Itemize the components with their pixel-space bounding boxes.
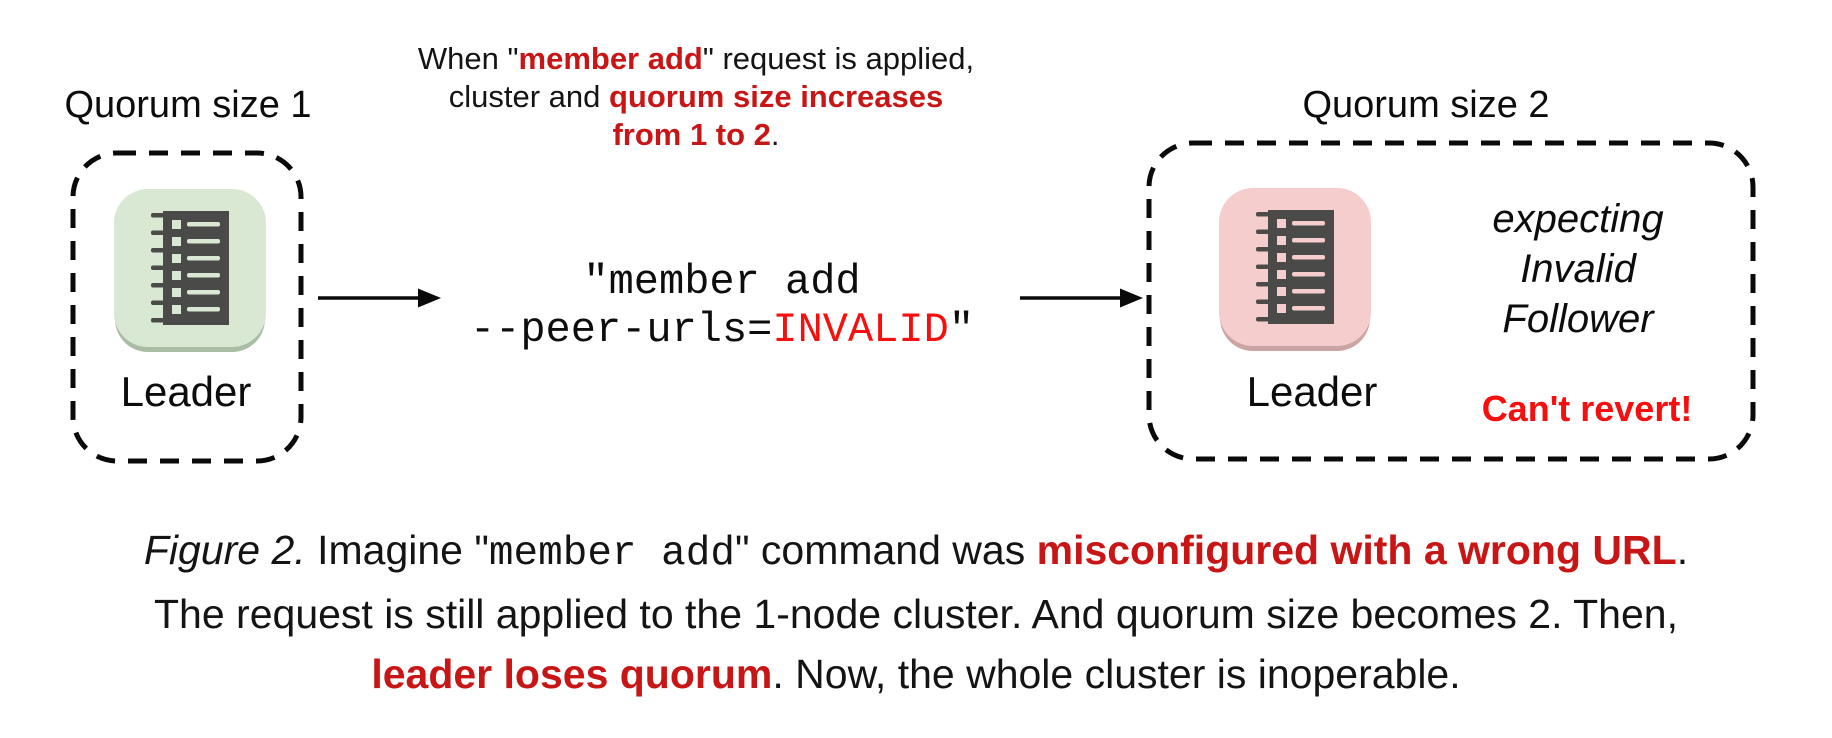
left-cluster-title: Quorum size 1 — [64, 84, 312, 126]
annotation-line-2: cluster and quorum size increases — [448, 79, 944, 114]
expecting-line-2: Invalid — [1520, 247, 1636, 291]
arrow-right-icon — [318, 288, 441, 308]
leader-node-tile-left — [114, 189, 266, 347]
figure-caption: Figure 2. Imagine "member add" command w… — [0, 520, 1832, 704]
expecting-line-1: expecting — [1492, 197, 1664, 241]
arrow-right-icon — [1020, 288, 1143, 308]
annotation-text: When "member add" request is applied, cl… — [366, 40, 1026, 154]
member-add-command: "member add --peer-urls=INVALID" — [422, 258, 1022, 354]
right-leader-label: Leader — [1246, 368, 1378, 415]
expecting-invalid-follower-text: expecting Invalid Follower — [1428, 194, 1728, 344]
cant-revert-warning: Can't revert! — [1481, 388, 1693, 429]
etcd-log-icon — [151, 211, 229, 325]
command-line-1: "member add — [583, 258, 861, 306]
left-cluster-boundary — [70, 150, 304, 464]
leader-node-tile-right — [1219, 188, 1371, 346]
caption-line-2: The request is still applied to the 1-no… — [154, 591, 1678, 637]
command-line-2: --peer-urls=INVALID" — [469, 306, 975, 354]
right-cluster-title: Quorum size 2 — [1302, 84, 1550, 126]
caption-line-1: Figure 2. Imagine "member add" command w… — [143, 527, 1689, 577]
caption-line-3: leader loses quorum. Now, the whole clus… — [371, 651, 1461, 697]
right-cluster-boundary — [1146, 140, 1756, 462]
left-leader-label: Leader — [120, 368, 252, 415]
annotation-line-1: When "member add" request is applied, — [417, 41, 975, 76]
expecting-line-3: Follower — [1502, 297, 1654, 341]
annotation-line-3: from 1 to 2. — [612, 117, 780, 152]
etcd-log-icon — [1256, 210, 1334, 324]
